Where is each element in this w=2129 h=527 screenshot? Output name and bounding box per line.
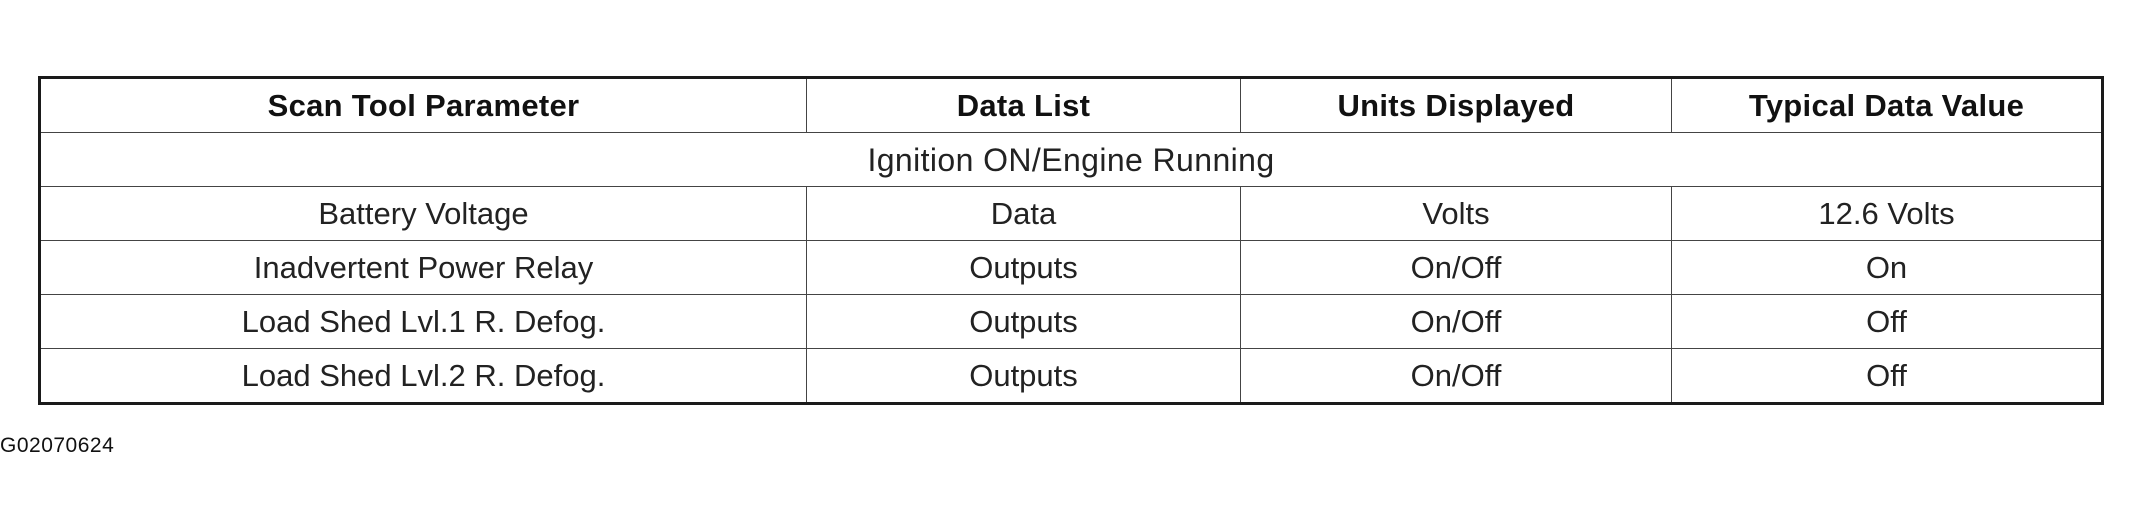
cell-typical-value: Off [1671,348,2103,404]
cell-parameter: Battery Voltage [39,186,807,241]
cell-data-list: Data [806,186,1241,241]
header-scan-tool-parameter: Scan Tool Parameter [39,77,807,133]
scan-tool-data-table: Scan Tool Parameter Data List Units Disp… [38,76,2104,405]
cell-data-list: Outputs [806,294,1241,349]
table-row: Battery Voltage Data Volts 12.6 Volts [39,186,2103,241]
cell-units: On/Off [1240,348,1672,404]
cell-units: Volts [1240,186,1672,241]
cell-parameter: Load Shed Lvl.1 R. Defog. [39,294,807,349]
cell-typical-value: On [1671,240,2103,295]
cell-parameter: Load Shed Lvl.2 R. Defog. [39,348,807,404]
header-typical-data-value: Typical Data Value [1671,77,2103,133]
cell-data-list: Outputs [806,348,1241,404]
header-data-list: Data List [806,77,1241,133]
header-units-displayed: Units Displayed [1240,77,1672,133]
table-row: Inadvertent Power Relay Outputs On/Off O… [39,240,2103,295]
table-row: Load Shed Lvl.1 R. Defog. Outputs On/Off… [39,294,2103,349]
header-row: Scan Tool Parameter Data List Units Disp… [39,77,2103,133]
section-row: Ignition ON/Engine Running [39,132,2103,187]
cell-units: On/Off [1240,294,1672,349]
cell-units: On/Off [1240,240,1672,295]
table-row: Load Shed Lvl.2 R. Defog. Outputs On/Off… [39,348,2103,404]
cell-parameter: Inadvertent Power Relay [39,240,807,295]
cell-typical-value: 12.6 Volts [1671,186,2103,241]
section-label: Ignition ON/Engine Running [39,132,2103,187]
cell-data-list: Outputs [806,240,1241,295]
cell-typical-value: Off [1671,294,2103,349]
figure-id-label: G02070624 [0,434,115,457]
